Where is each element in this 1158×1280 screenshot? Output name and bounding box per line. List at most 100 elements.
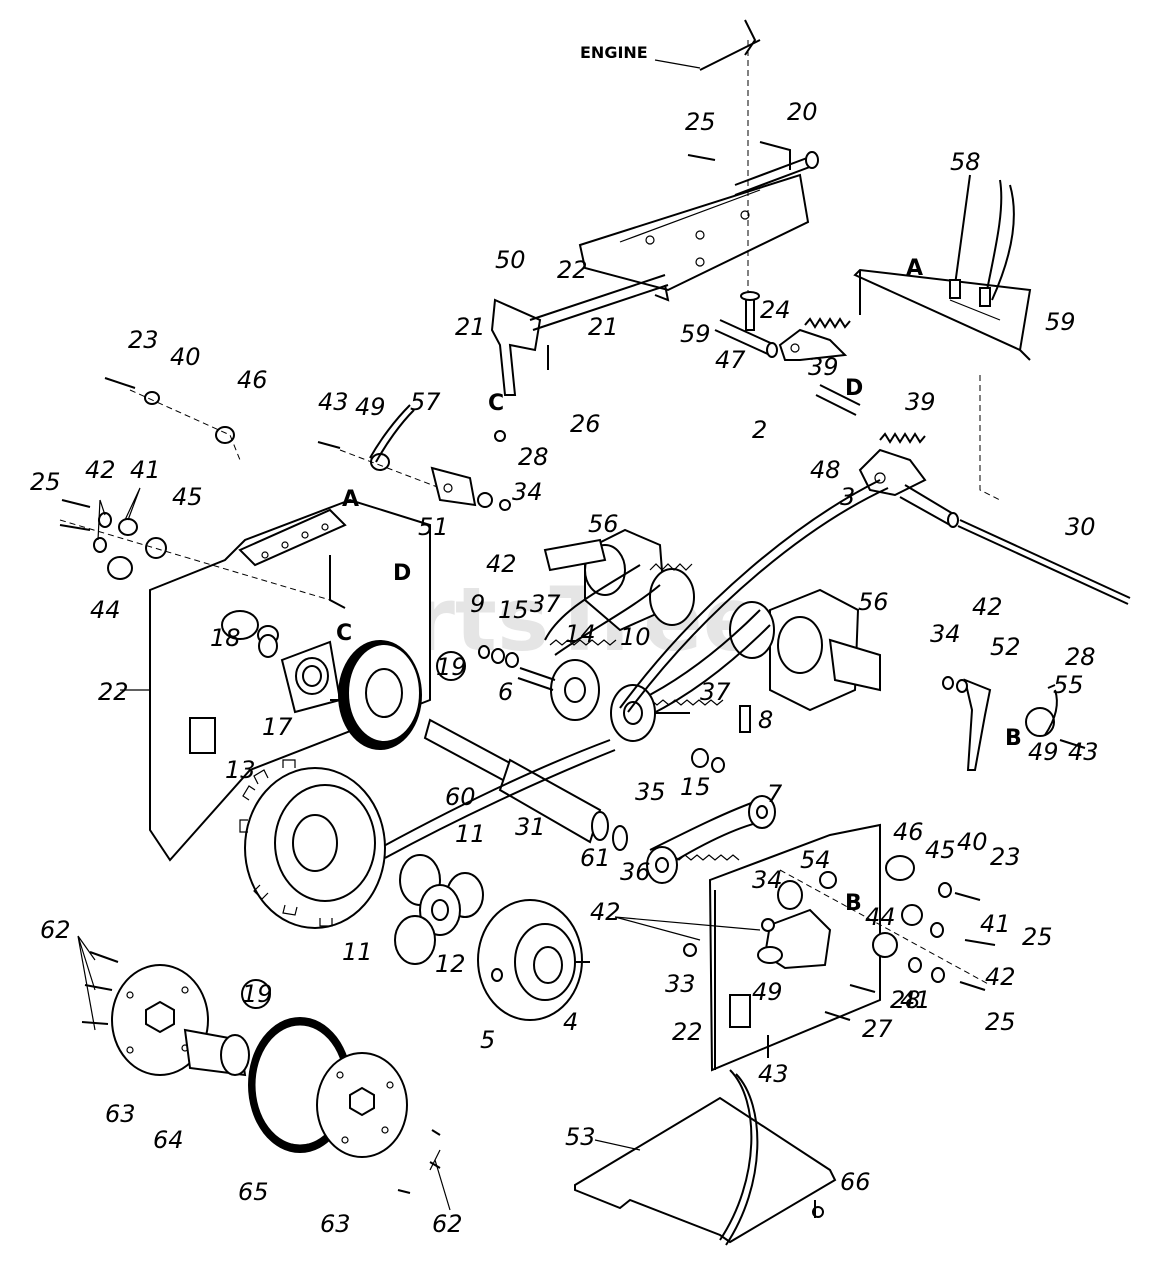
label-4: 4 bbox=[563, 1008, 578, 1036]
label-43-left: 43 bbox=[318, 388, 349, 416]
hardware-right bbox=[683, 855, 996, 1058]
pulley-19-upper bbox=[330, 640, 466, 750]
label-engine: ENGINE bbox=[580, 43, 648, 62]
lever-21 bbox=[490, 274, 670, 396]
sprocket-housing-4 bbox=[477, 899, 590, 1021]
rod-20 bbox=[734, 141, 819, 196]
label-62-left: 62 bbox=[40, 916, 71, 944]
gear-13 bbox=[239, 759, 386, 929]
sprocket-7 bbox=[748, 795, 776, 829]
sprocket-14 bbox=[550, 659, 600, 721]
label-48: 48 bbox=[810, 456, 841, 484]
label-b-right: B bbox=[1005, 726, 1022, 751]
label-28-center: 28 bbox=[518, 443, 549, 471]
label-27: 27 bbox=[862, 1015, 893, 1043]
label-a-right: A bbox=[906, 256, 923, 281]
pulley-19-lower bbox=[81, 951, 441, 1194]
label-28-lower: 28 bbox=[890, 986, 921, 1014]
label-63-lower: 63 bbox=[320, 1210, 351, 1238]
label-25-top: 25 bbox=[685, 108, 716, 136]
arm-2 bbox=[778, 328, 848, 361]
label-40-right: 40 bbox=[957, 828, 988, 856]
gear-housing-56-upper bbox=[543, 528, 695, 632]
label-39-upper: 39 bbox=[808, 353, 839, 381]
label-55: 55 bbox=[1053, 671, 1084, 699]
sprocket-36 bbox=[646, 846, 678, 884]
label-6: 6 bbox=[498, 678, 513, 706]
label-19-upper: 19 bbox=[436, 653, 467, 681]
label-46-left: 46 bbox=[237, 366, 268, 394]
label-49-left: 49 bbox=[355, 393, 386, 421]
label-39-lower: 39 bbox=[905, 388, 936, 416]
label-c-upper: C bbox=[488, 391, 504, 416]
label-47-top: 47 bbox=[715, 346, 746, 374]
label-60: 60 bbox=[445, 783, 476, 811]
label-17: 17 bbox=[262, 713, 293, 741]
cable-bracket-59 bbox=[853, 268, 1032, 361]
label-26: 26 bbox=[570, 410, 601, 438]
label-15-upper: 15 bbox=[498, 596, 529, 624]
label-34-center: 34 bbox=[512, 478, 543, 506]
label-22-left: 22 bbox=[98, 678, 129, 706]
label-d-right: D bbox=[845, 376, 863, 401]
label-25-lower: 25 bbox=[985, 1008, 1016, 1036]
dashed-lead-1 bbox=[979, 375, 1001, 501]
pin-8 bbox=[739, 705, 751, 733]
bolt-28-34-42-center bbox=[477, 430, 511, 511]
label-52: 52 bbox=[990, 633, 1021, 661]
sprocket-10 bbox=[610, 684, 690, 742]
label-19-lower: 19 bbox=[242, 980, 273, 1008]
spring-39-lower bbox=[879, 432, 926, 444]
bearing-18-17 bbox=[258, 634, 342, 714]
label-46-right: 46 bbox=[893, 818, 924, 846]
shaft-6 bbox=[517, 667, 556, 691]
label-3: 3 bbox=[840, 483, 855, 511]
label-37-lower: 37 bbox=[700, 678, 731, 706]
label-23-left: 23 bbox=[128, 326, 159, 354]
chain-37-lower bbox=[639, 609, 771, 716]
label-41-left: 41 bbox=[130, 456, 161, 484]
bracket-51 bbox=[430, 466, 477, 507]
label-57: 57 bbox=[410, 388, 441, 416]
label-9: 9 bbox=[470, 590, 485, 618]
label-53: 53 bbox=[565, 1123, 596, 1151]
label-59-left: 59 bbox=[680, 320, 711, 348]
label-a-left: A bbox=[342, 487, 359, 512]
label-b-lower: B bbox=[845, 891, 862, 916]
label-56-lower: 56 bbox=[858, 588, 889, 616]
label-34-right: 34 bbox=[930, 620, 961, 648]
leader-lines bbox=[77, 59, 761, 1211]
label-37-upper: 37 bbox=[530, 590, 561, 618]
label-45-left: 45 bbox=[172, 483, 203, 511]
label-54: 54 bbox=[800, 846, 831, 874]
label-8: 8 bbox=[758, 706, 773, 734]
bolt-24 bbox=[740, 291, 760, 331]
label-c-lower: C bbox=[336, 621, 352, 646]
label-43-lower: 43 bbox=[758, 1060, 789, 1088]
label-5: 5 bbox=[480, 1026, 495, 1054]
label-44-left: 44 bbox=[90, 596, 121, 624]
bolt-25-top bbox=[687, 154, 716, 161]
label-42-right-lower: 42 bbox=[985, 963, 1016, 991]
label-44-right: 44 bbox=[865, 903, 896, 931]
hardware-52-55-49-43 bbox=[942, 676, 1086, 771]
label-66: 66 bbox=[840, 1168, 871, 1196]
label-28-right: 28 bbox=[1065, 643, 1096, 671]
washers-9-15 bbox=[478, 645, 725, 773]
label-59-right: 59 bbox=[1045, 308, 1076, 336]
gears-11-12 bbox=[394, 854, 484, 965]
label-41-right: 41 bbox=[980, 910, 1011, 938]
label-25-right: 25 bbox=[1022, 923, 1053, 951]
label-36: 36 bbox=[620, 858, 651, 886]
label-23-right: 23 bbox=[990, 843, 1021, 871]
label-2: 2 bbox=[752, 416, 767, 444]
label-11-upper: 11 bbox=[455, 820, 486, 848]
label-42-left: 42 bbox=[85, 456, 116, 484]
label-61: 61 bbox=[580, 844, 611, 872]
rod-48 bbox=[815, 384, 861, 416]
label-49-right: 49 bbox=[1028, 738, 1059, 766]
rod-47-lower bbox=[899, 484, 959, 528]
gear-housing-56-lower bbox=[729, 588, 881, 712]
label-12: 12 bbox=[435, 950, 466, 978]
